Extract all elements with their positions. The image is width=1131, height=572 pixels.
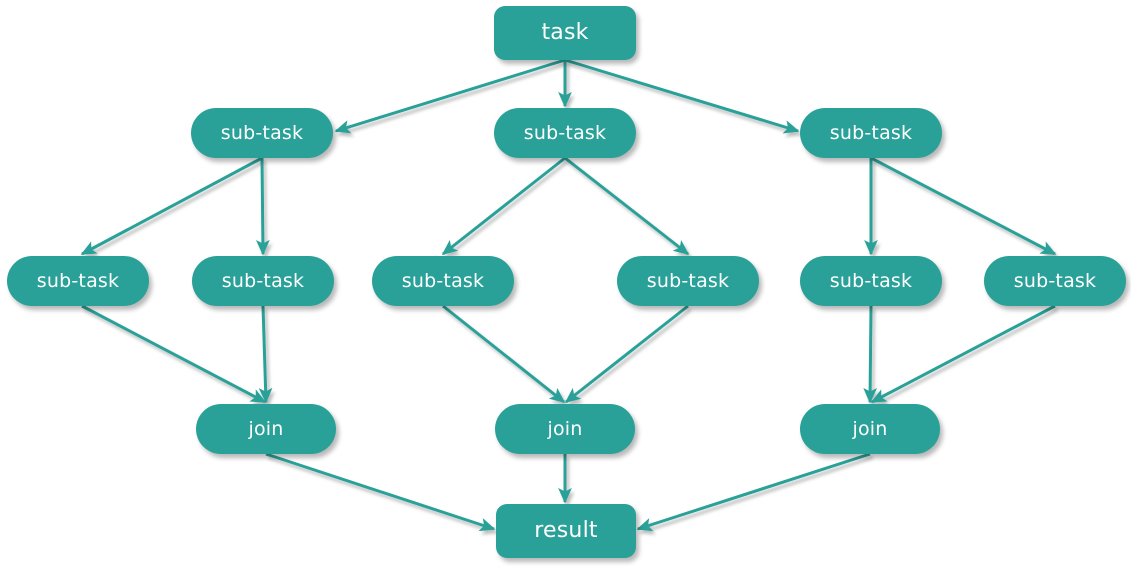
node-task[interactable]: task xyxy=(494,6,636,60)
node-label: sub-task xyxy=(221,269,305,292)
edge-j3-to-result xyxy=(636,452,871,532)
edge-s1a-to-j1 xyxy=(81,304,267,404)
node-label: sub-task xyxy=(220,121,304,144)
edge-s1-to-s1b xyxy=(255,157,270,256)
node-result[interactable]: result xyxy=(496,504,636,558)
node-s2[interactable]: sub-task xyxy=(494,108,636,158)
node-s3a[interactable]: sub-task xyxy=(800,256,942,306)
node-j1[interactable]: join xyxy=(196,404,336,454)
edge-s3-to-s3b xyxy=(870,156,1057,256)
node-label: sub-task xyxy=(1013,269,1097,292)
node-label: sub-task xyxy=(401,269,485,292)
edge-task-to-s3 xyxy=(564,58,800,134)
edge-s3a-to-j3 xyxy=(863,305,878,404)
edge-s1b-to-j1 xyxy=(258,305,273,404)
node-s3[interactable]: sub-task xyxy=(800,108,942,158)
node-label: sub-task xyxy=(829,269,913,292)
edge-s1-to-s1a xyxy=(80,156,263,256)
node-s3b[interactable]: sub-task xyxy=(984,256,1126,306)
node-s1a[interactable]: sub-task xyxy=(7,256,149,306)
node-label: result xyxy=(534,518,598,543)
node-label: join xyxy=(248,417,284,440)
node-label: join xyxy=(852,417,888,440)
edge-s3b-to-j3 xyxy=(870,304,1056,404)
node-label: sub-task xyxy=(646,269,730,292)
node-j2[interactable]: join xyxy=(495,404,635,454)
node-label: sub-task xyxy=(36,269,120,292)
edge-task-to-s1 xyxy=(334,58,566,134)
edges-group xyxy=(80,58,1057,532)
node-s1[interactable]: sub-task xyxy=(191,108,333,158)
node-label: join xyxy=(547,417,583,440)
edge-s2-to-s2a xyxy=(441,156,566,256)
node-label: sub-task xyxy=(829,121,913,144)
edge-j1-to-result xyxy=(265,452,496,532)
node-label: task xyxy=(541,20,589,45)
node-j3[interactable]: join xyxy=(800,404,940,454)
node-s2a[interactable]: sub-task xyxy=(372,256,514,306)
node-s2b[interactable]: sub-task xyxy=(617,256,759,306)
edge-s2-to-s2b xyxy=(564,156,690,256)
node-label: sub-task xyxy=(523,121,607,144)
node-s1b[interactable]: sub-task xyxy=(192,256,334,306)
edge-s2b-to-j2 xyxy=(564,304,689,404)
edge-s2a-to-j2 xyxy=(442,304,566,404)
